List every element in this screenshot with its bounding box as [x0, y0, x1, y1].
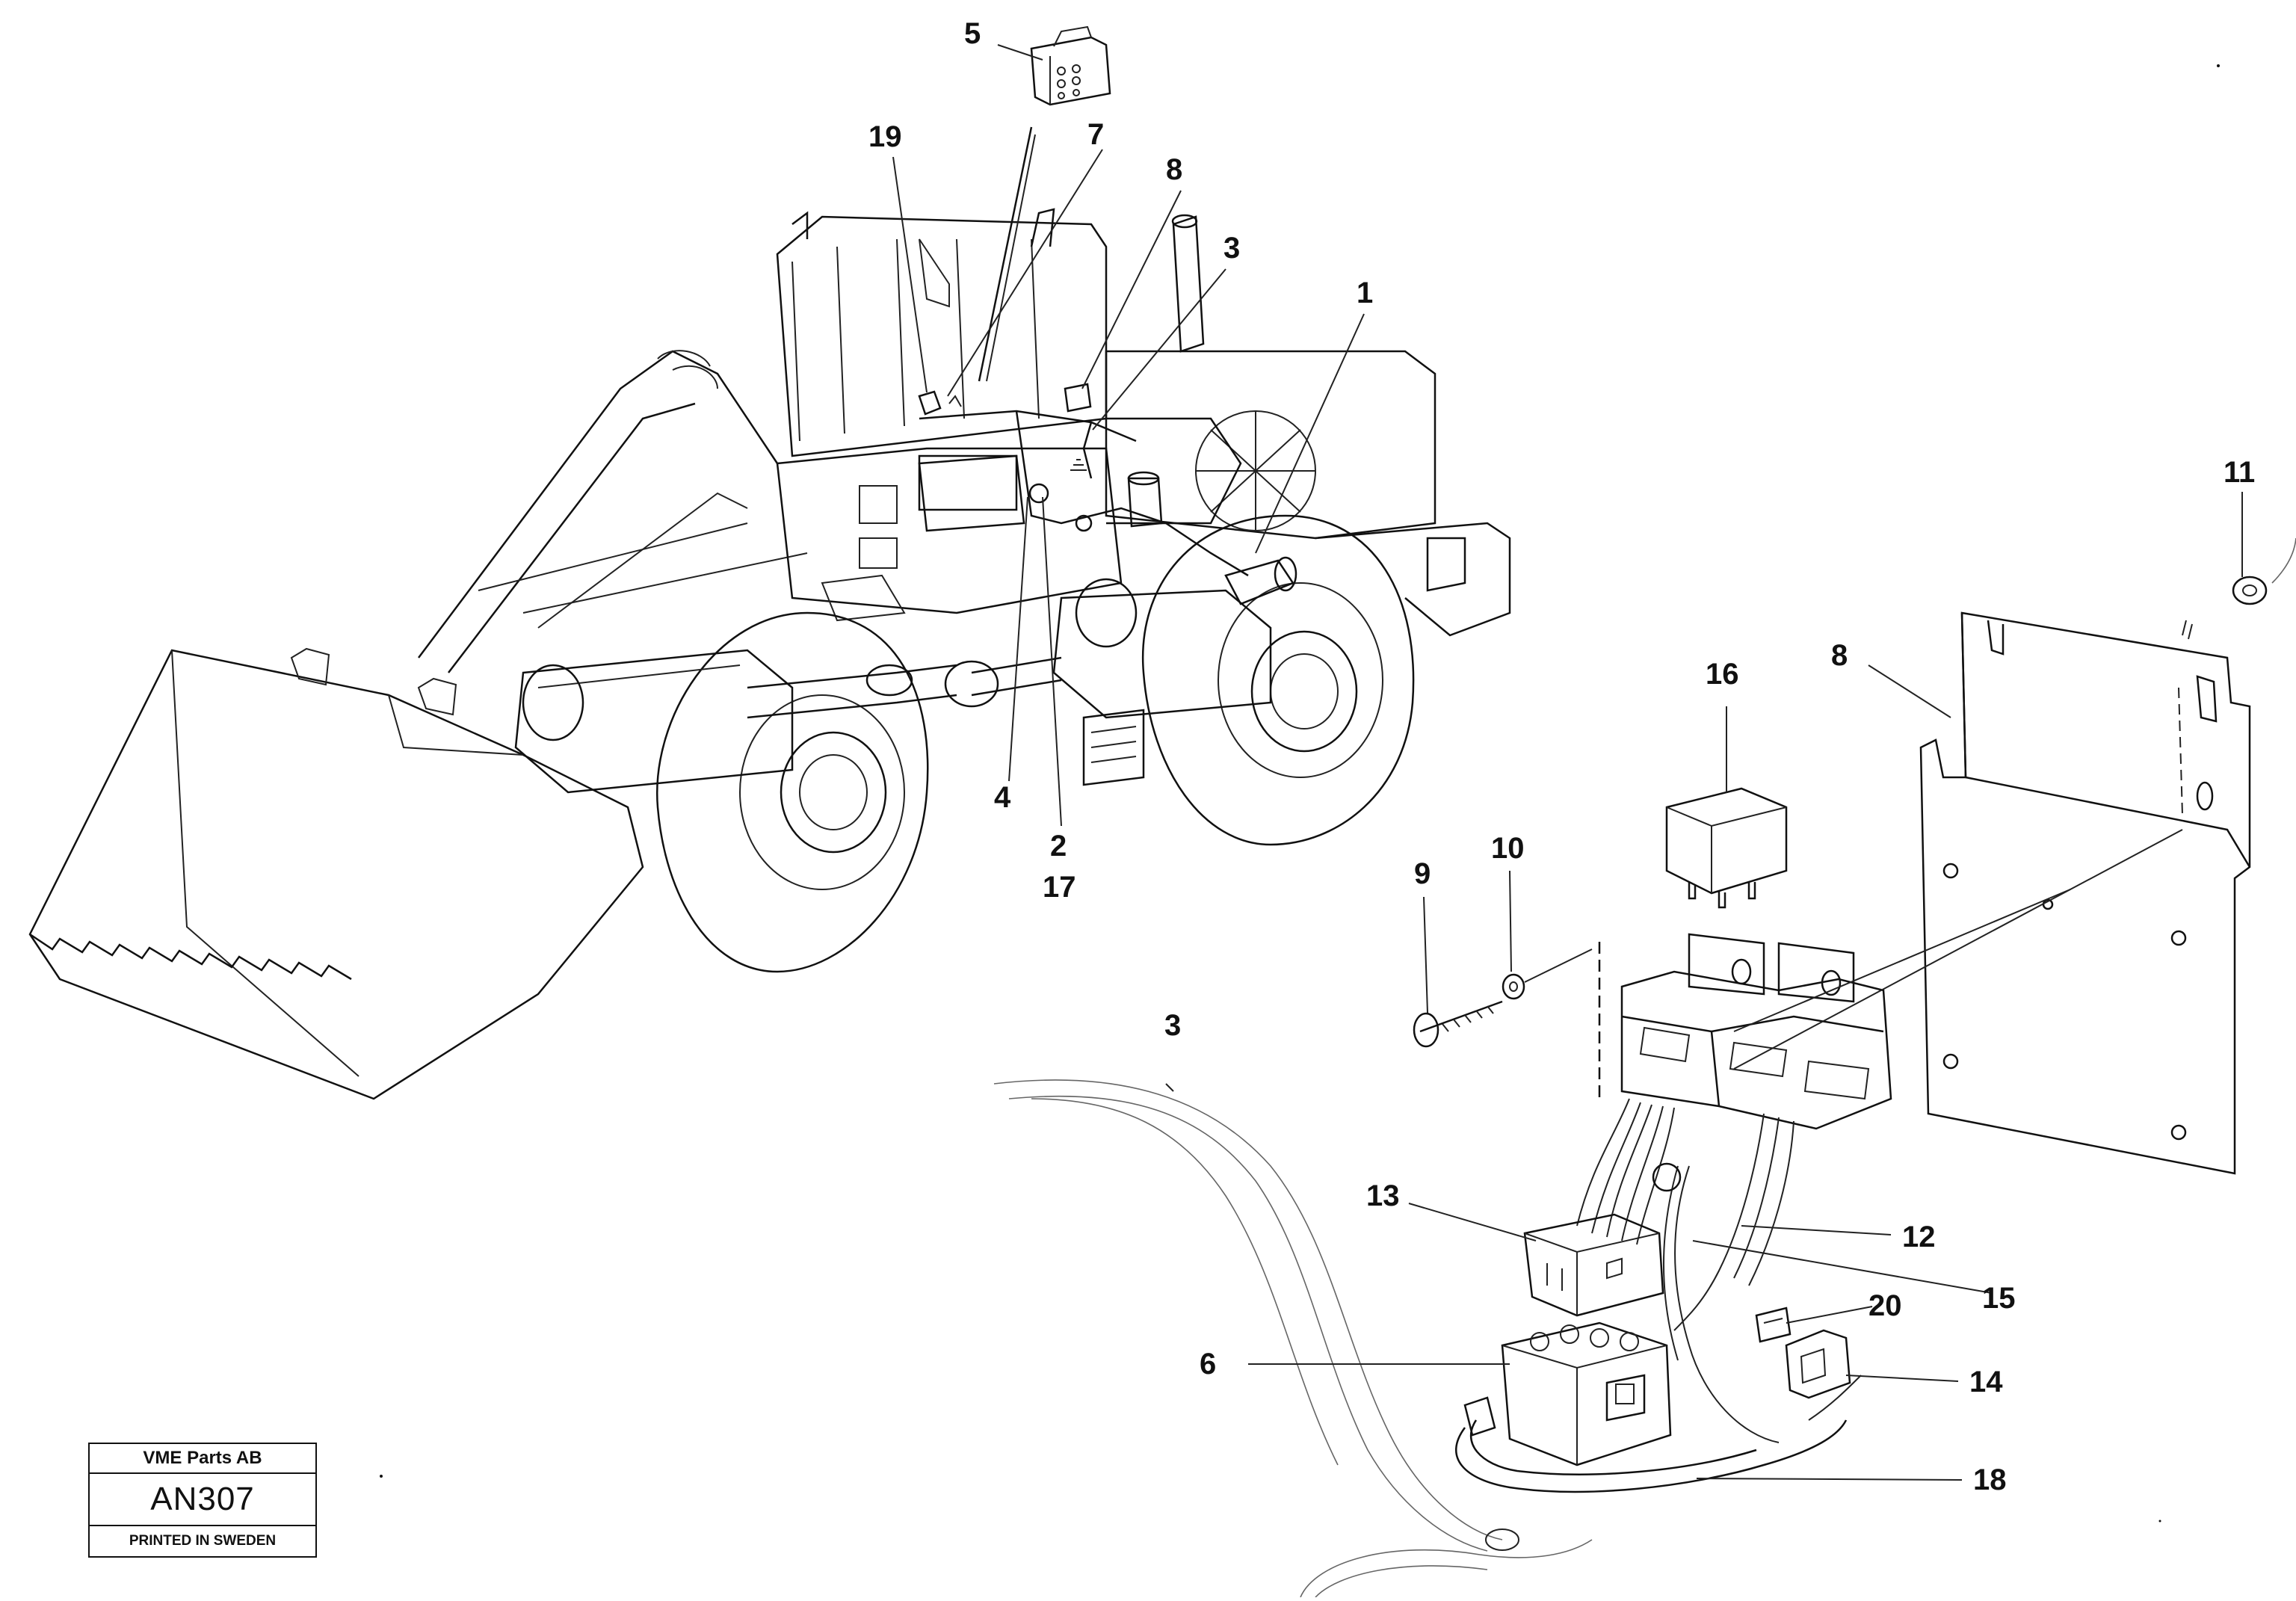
callout-7: 7: [1087, 118, 1104, 151]
callout-19: 19: [868, 120, 902, 153]
callout-4: 4: [994, 781, 1011, 814]
relay-socket-block: [1620, 933, 1892, 1130]
callout-15: 15: [1982, 1282, 2016, 1315]
callout-5: 5: [964, 17, 981, 50]
title-block-code: AN307: [90, 1474, 315, 1526]
connector-item-13: [1523, 1213, 1664, 1317]
scan-specks: [380, 64, 2220, 1523]
callout-16: 16: [1706, 658, 1739, 691]
loader-cab: [776, 208, 1108, 457]
callout-12: 12: [1902, 1221, 1936, 1253]
loader-rear-wheel: [944, 514, 1415, 846]
cable-item-3: [993, 1079, 1593, 1598]
wheel-loader-illustration: [28, 208, 1511, 1100]
callout-9: 9: [1414, 857, 1431, 890]
washer-item-10: [1502, 942, 1601, 1099]
loader-lift-arms: [418, 350, 808, 673]
nut-item-11: [2182, 537, 2296, 640]
title-block-printed: PRINTED IN SWEDEN: [129, 1533, 277, 1549]
callout-10: 10: [1491, 832, 1525, 865]
antenna-line: [978, 126, 1033, 382]
leader-lines: [892, 44, 2243, 1481]
connector-item-20: [1755, 1307, 1792, 1343]
callout-17: 17: [1043, 871, 1076, 904]
callout-13: 13: [1366, 1179, 1400, 1212]
loader-rear-body: [1105, 350, 1511, 637]
callout-11: 11: [2224, 456, 2255, 489]
loader-exhaust: [1171, 214, 1205, 353]
callout-2: 2: [1050, 830, 1067, 863]
callout-3-loader: 3: [1223, 232, 1240, 265]
loader-harness: [918, 383, 1297, 605]
relay-item-16: [1665, 787, 1788, 909]
title-block: VME Parts AB AN307 PRINTED IN SWEDEN: [88, 1443, 317, 1558]
callout-14: 14: [1969, 1366, 2003, 1398]
callout-numbers: 5 19 7 8 3 1 4 2 17 11 8 16 9 10 3 13 12…: [868, 17, 2255, 1496]
callout-3-cable: 3: [1164, 1009, 1181, 1042]
title-block-company: VME Parts AB: [90, 1444, 315, 1474]
connector-item-14: [1785, 1329, 1851, 1399]
loader-front-wheel: [514, 611, 957, 973]
callout-8-bracket: 8: [1831, 639, 1848, 672]
wire-harness: [1576, 1098, 1862, 1443]
connector-item-6: [1501, 1321, 1672, 1466]
screw-item-9: [1413, 1000, 1503, 1048]
callout-8-loader: 8: [1166, 153, 1182, 186]
callout-20: 20: [1868, 1289, 1902, 1322]
bracket-plate-item-8: [1919, 611, 2251, 1175]
antenna-line-inner: [986, 134, 1036, 382]
loader-bucket: [28, 647, 644, 1100]
callout-1: 1: [1357, 277, 1373, 309]
connector-item-5: [1030, 25, 1111, 106]
callout-6: 6: [1200, 1348, 1216, 1381]
callout-18: 18: [1973, 1463, 2007, 1496]
loader-frame: [776, 417, 1242, 622]
cable-item-18: [1455, 1396, 1848, 1493]
